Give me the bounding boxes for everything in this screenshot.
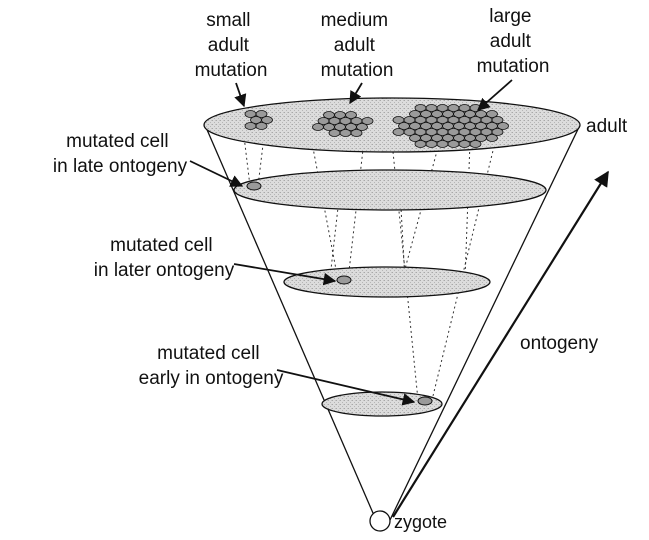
mutant-cell: [351, 130, 362, 137]
mutated-cell-early: [418, 397, 432, 405]
mutant-cell: [340, 130, 351, 137]
small-adult-mutation-label: small adult mutation: [195, 10, 268, 81]
later-ontogeny-disc: [284, 267, 490, 297]
adult-label: adult: [586, 116, 628, 137]
mutant-cell: [313, 124, 324, 131]
mutant-cell: [487, 135, 498, 142]
medium-adult-mutation-label: medium adult mutation: [321, 10, 394, 81]
mutant-cell: [329, 130, 340, 137]
late-ontogeny-label: mutated cell in late ontogeny: [53, 131, 188, 177]
zygote-label: zygote: [394, 512, 447, 532]
mutant-cell: [459, 141, 470, 148]
mutant-cell: [245, 123, 256, 130]
early-ontogeny-label: mutated cell early in ontogeny: [139, 343, 284, 389]
mutant-cell: [393, 129, 404, 136]
mutant-cell: [448, 141, 459, 148]
large-adult-mutation-label: large adult mutation: [477, 6, 550, 77]
ontogeny-label: ontogeny: [520, 333, 599, 354]
projection-lines: [243, 122, 500, 400]
later-ontogeny-label: mutated cell in later ontogeny: [94, 235, 235, 281]
late-ontogeny-disc: [234, 170, 546, 210]
mutant-cell: [470, 141, 481, 148]
mutant-cell: [426, 141, 437, 148]
mutated-cell-late: [247, 182, 261, 190]
mutant-cell: [415, 141, 426, 148]
mutant-cell: [437, 141, 448, 148]
mutant-cell: [256, 123, 267, 130]
mutated-cell-later: [337, 276, 351, 284]
zygote-cell: [370, 511, 390, 531]
